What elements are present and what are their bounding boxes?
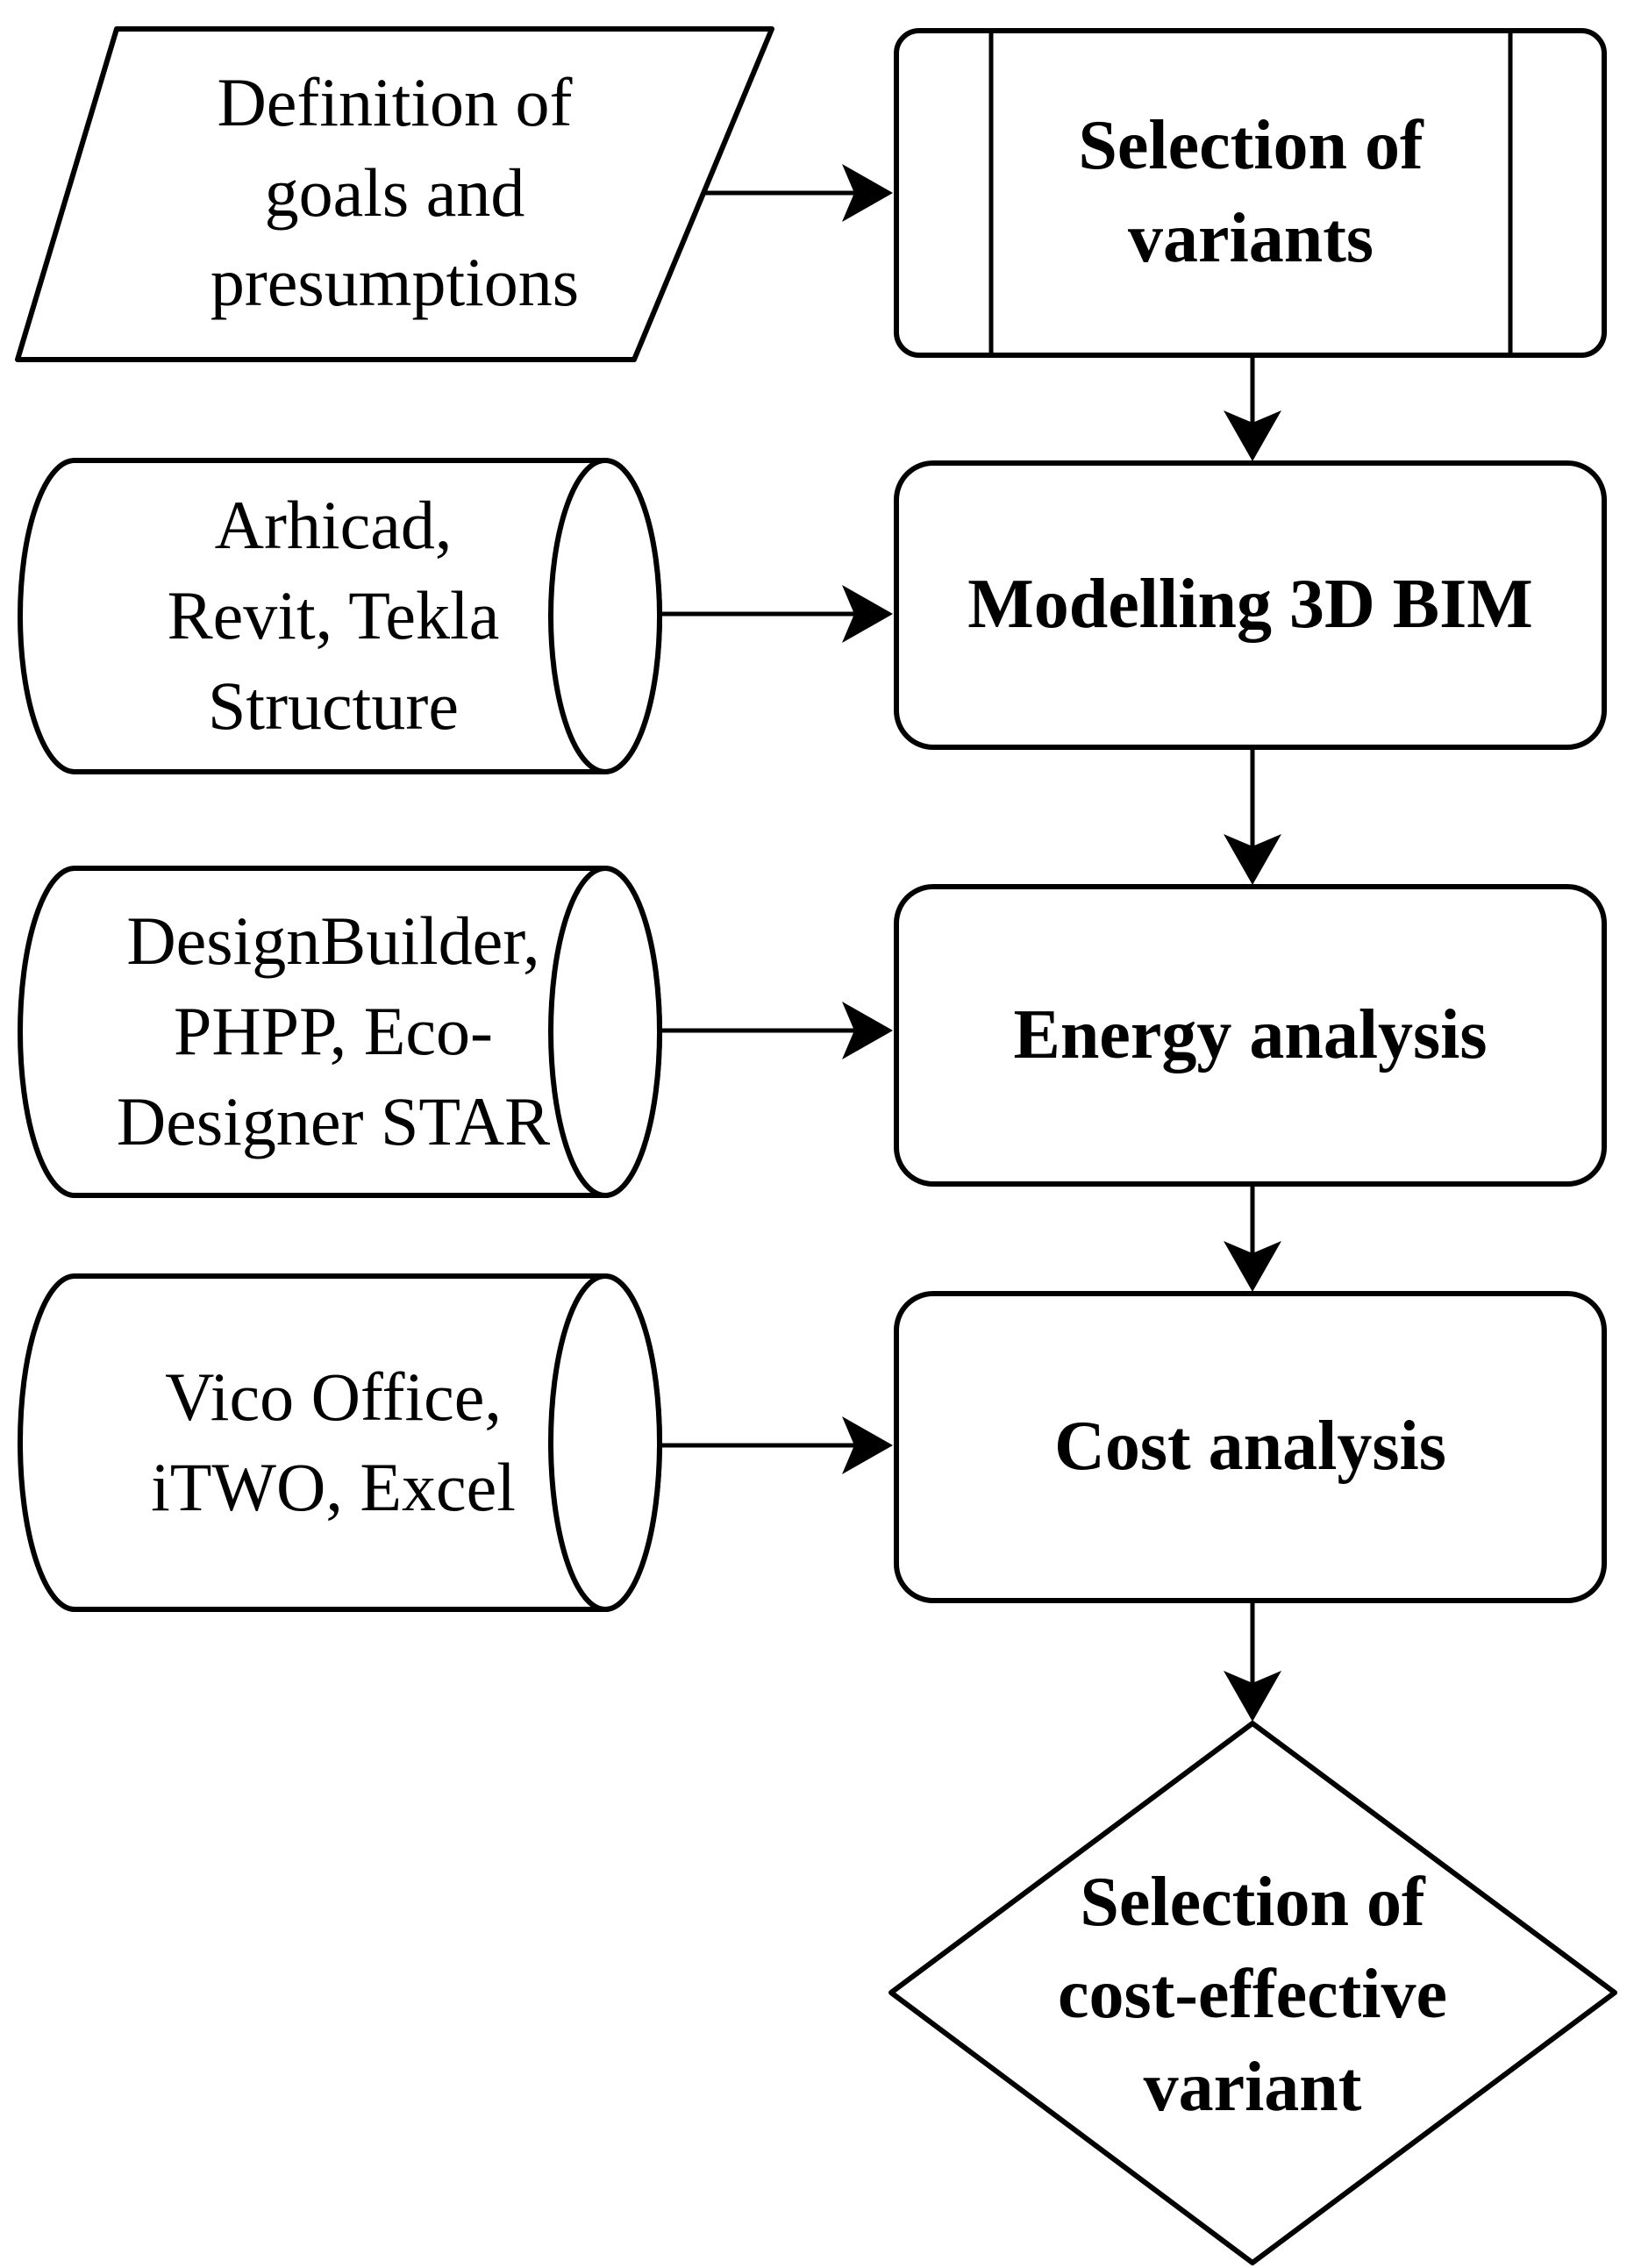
selection-cost-effective-label: Selection of cost-effective variant	[946, 1780, 1559, 2210]
arrow-toolsbim-to-modelling-head	[842, 585, 893, 643]
label-line: cost-effective	[1057, 1956, 1448, 2034]
tools-energy-cylinder-cap	[548, 866, 662, 1198]
definition-parallelogram-shape	[15, 26, 774, 362]
tools-bim-label: Arhicad, Revit, Tekla Structure	[53, 460, 614, 772]
cost-analysis-label: Cost analysis	[896, 1294, 1604, 1601]
label-line: Structure	[208, 667, 459, 744]
label-line: iTWO, Excel	[151, 1449, 516, 1525]
definition-goals-label: Definition of goals and presumptions	[53, 35, 737, 351]
energy-analysis-label: Energy analysis	[896, 887, 1604, 1184]
label-line: presumptions	[210, 244, 580, 321]
tools-energy-label: DesignBuilder, PHPP, Eco- Designer STAR	[53, 868, 614, 1195]
label-line: PHPP, Eco-	[173, 993, 494, 1070]
cost-analysis-box-shape	[894, 1291, 1607, 1603]
modelling-3d-bim-label: Modelling 3D BIM	[896, 463, 1604, 747]
label-line: Modelling 3D BIM	[967, 566, 1533, 644]
label-line: Arhicad,	[214, 487, 453, 564]
arrow-energy-to-cost-head	[1224, 1241, 1281, 1292]
arrow-toolsenergy-to-energy-head	[842, 1002, 893, 1059]
tools-bim-cylinder-cap	[548, 458, 662, 774]
tools-cost-label: Vico Office, iTWO, Excel	[53, 1276, 614, 1609]
label-line: Energy analysis	[1013, 995, 1488, 1073]
label-line: Vico Office,	[165, 1359, 502, 1436]
modelling-3d-bim-box-shape	[894, 460, 1607, 750]
selection-cost-effective-diamond-shape	[888, 1721, 1617, 2265]
energy-analysis-box-shape	[894, 884, 1607, 1187]
label-line: DesignBuilder,	[126, 902, 540, 980]
selection-variants-box-shape	[894, 28, 1607, 358]
label-line: variant	[1143, 2048, 1362, 2126]
label-line: Selection of	[1078, 107, 1424, 185]
label-line: Cost analysis	[1054, 1408, 1446, 1486]
arrow-cost-to-selection-head	[1224, 1671, 1281, 1722]
selection-variants-label: Selection of variants	[991, 31, 1510, 355]
label-line: Definition of	[217, 63, 573, 140]
label-line: variants	[1128, 200, 1374, 277]
arrow-selection-to-modelling-head	[1224, 410, 1281, 461]
label-line: Designer STAR	[116, 1082, 551, 1159]
tools-cost-cylinder-cap	[548, 1273, 662, 1612]
label-line: Revit, Tekla	[167, 577, 500, 654]
label-line: goals and	[264, 153, 525, 231]
arrow-definition-to-selection-head	[842, 164, 893, 222]
arrow-toolscost-to-cost-head	[842, 1416, 893, 1474]
arrow-modelling-to-energy-head	[1224, 834, 1281, 885]
label-line: Selection of	[1080, 1863, 1425, 1941]
